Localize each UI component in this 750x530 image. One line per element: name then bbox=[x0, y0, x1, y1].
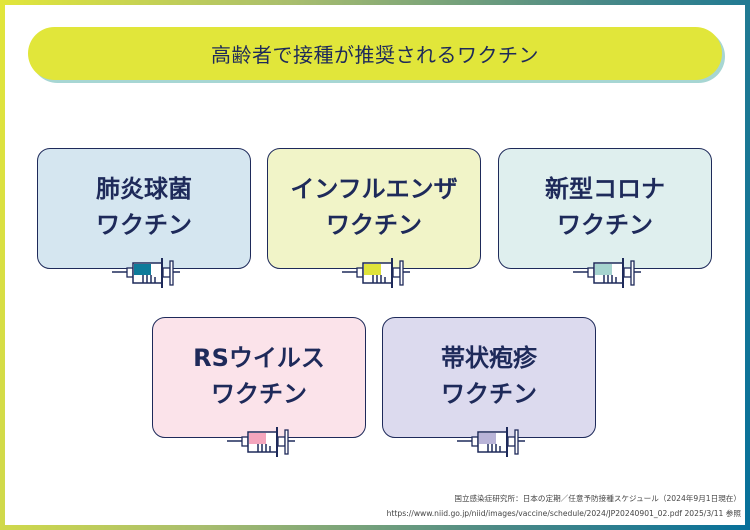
card-influenza: インフルエンザ ワクチン bbox=[267, 148, 481, 269]
card-line2: ワクチン bbox=[96, 210, 192, 239]
card-rsv: RSウイルス ワクチン bbox=[152, 317, 366, 438]
syringe-icon bbox=[457, 426, 527, 458]
card-line2: ワクチン bbox=[326, 210, 422, 239]
card-shingles: 帯状疱疹 ワクチン bbox=[382, 317, 596, 438]
syringe-icon bbox=[573, 257, 643, 289]
card-pneumococcal: 肺炎球菌 ワクチン bbox=[37, 148, 251, 269]
page-title: 高齢者で接種が推奨されるワクチン bbox=[28, 27, 722, 80]
source-citation: 国立感染症研究所：日本の定期／任意予防接種スケジュール（2024年9月1日現在）… bbox=[387, 491, 741, 521]
syringe-icon bbox=[112, 257, 182, 289]
source-text: 国立感染症研究所：日本の定期／任意予防接種スケジュール（2024年9月1日現在） bbox=[454, 494, 741, 503]
card-line1: 帯状疱疹 bbox=[441, 343, 537, 372]
card-covid: 新型コロナ ワクチン bbox=[498, 148, 712, 269]
syringe-icon bbox=[342, 257, 412, 289]
card-line2: ワクチン bbox=[557, 210, 653, 239]
card-line1: 肺炎球菌 bbox=[96, 174, 192, 203]
card-line2: ワクチン bbox=[211, 379, 307, 408]
syringe-icon bbox=[227, 426, 297, 458]
source-url: https://www.niid.go.jp/niid/images/vacci… bbox=[386, 509, 741, 518]
card-line1: RSウイルス bbox=[193, 343, 325, 372]
card-line2: ワクチン bbox=[441, 379, 537, 408]
card-line1: 新型コロナ bbox=[545, 174, 665, 203]
card-line1: インフルエンザ bbox=[290, 174, 458, 203]
